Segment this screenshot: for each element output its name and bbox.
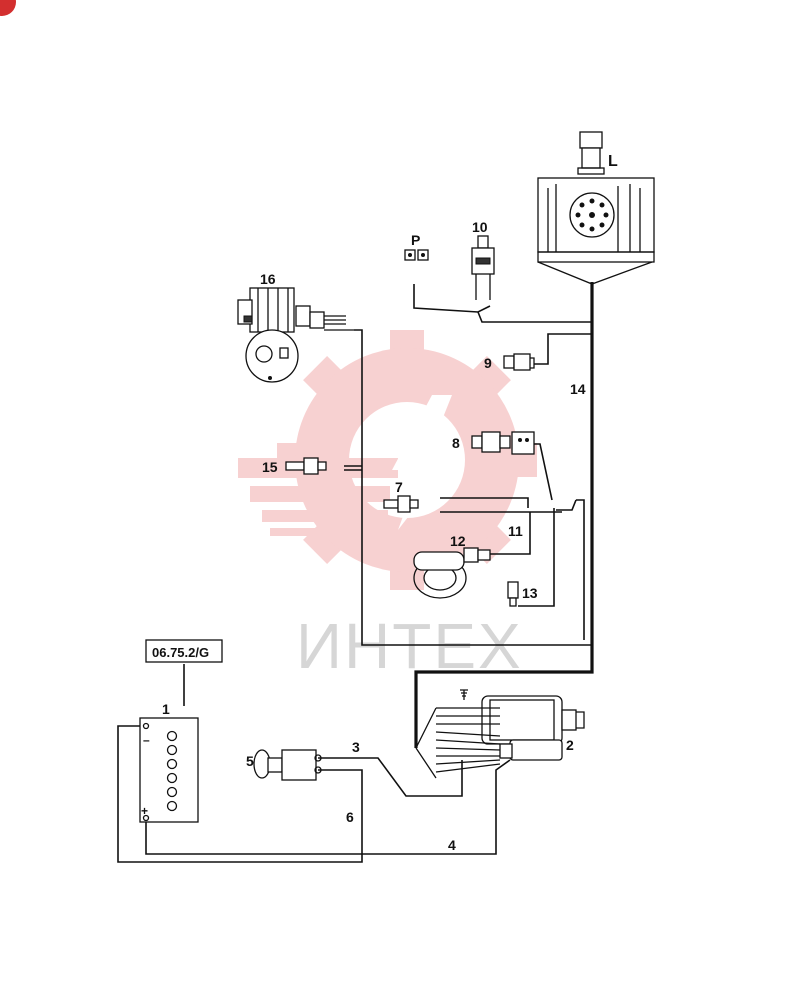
callout-4: 4 <box>448 837 456 853</box>
connector-p <box>404 249 429 261</box>
reference-box-label: 06.75.2/G <box>152 645 209 660</box>
component-8-sensor <box>471 431 535 455</box>
battery-minus: – <box>143 733 150 747</box>
callout-8: 8 <box>452 435 460 451</box>
component-13-switch <box>507 581 519 607</box>
callout-9: 9 <box>484 355 492 371</box>
wire-left-return <box>354 329 592 646</box>
callout-6: 6 <box>346 809 354 825</box>
component-2-starter <box>435 689 585 773</box>
corner-badge <box>0 0 16 16</box>
wire-4 <box>145 759 511 855</box>
branch-7 <box>440 497 562 513</box>
callout-13: 13 <box>522 585 538 601</box>
branch-13 <box>518 508 555 607</box>
harness-fan-2 <box>415 707 437 779</box>
wire-3 <box>318 757 463 797</box>
callout-l: L <box>608 153 618 170</box>
callout-p: P <box>411 232 420 248</box>
callout-2: 2 <box>566 737 574 753</box>
callout-16: 16 <box>260 271 276 287</box>
callout-11: 11 <box>508 523 523 539</box>
component-5-master-switch <box>253 749 322 781</box>
component-7-sensor <box>383 495 419 513</box>
callout-12: 12 <box>450 533 466 549</box>
component-1-battery <box>139 717 199 823</box>
callout-10: 10 <box>472 219 488 235</box>
callout-1: 1 <box>162 701 170 717</box>
component-10 <box>471 235 495 300</box>
component-9-sensor <box>503 353 535 371</box>
harness-fan-l <box>537 261 653 285</box>
branch-8 <box>532 443 553 501</box>
connector-l <box>537 131 655 263</box>
branch-9 <box>534 333 592 365</box>
main-harness-14 <box>414 282 594 748</box>
callout-14: 14 <box>570 381 586 397</box>
component-15-sender <box>285 457 327 475</box>
component-16-alternator <box>237 287 354 383</box>
watermark-logo <box>238 330 537 590</box>
callout-15: 15 <box>262 459 278 475</box>
callout-3: 3 <box>352 739 360 755</box>
branch-p10 <box>477 311 592 323</box>
battery-plus: + <box>141 804 148 818</box>
component-12-switch <box>413 547 491 599</box>
wire-right-inner <box>576 499 585 640</box>
callout-7: 7 <box>395 479 403 495</box>
branch-11-12 <box>490 512 531 555</box>
reference-box <box>145 639 223 663</box>
watermark-text: ИНТЕХ <box>296 610 523 682</box>
callout-5: 5 <box>246 753 254 769</box>
wire-6 <box>117 725 363 863</box>
branch-15 <box>344 465 362 471</box>
